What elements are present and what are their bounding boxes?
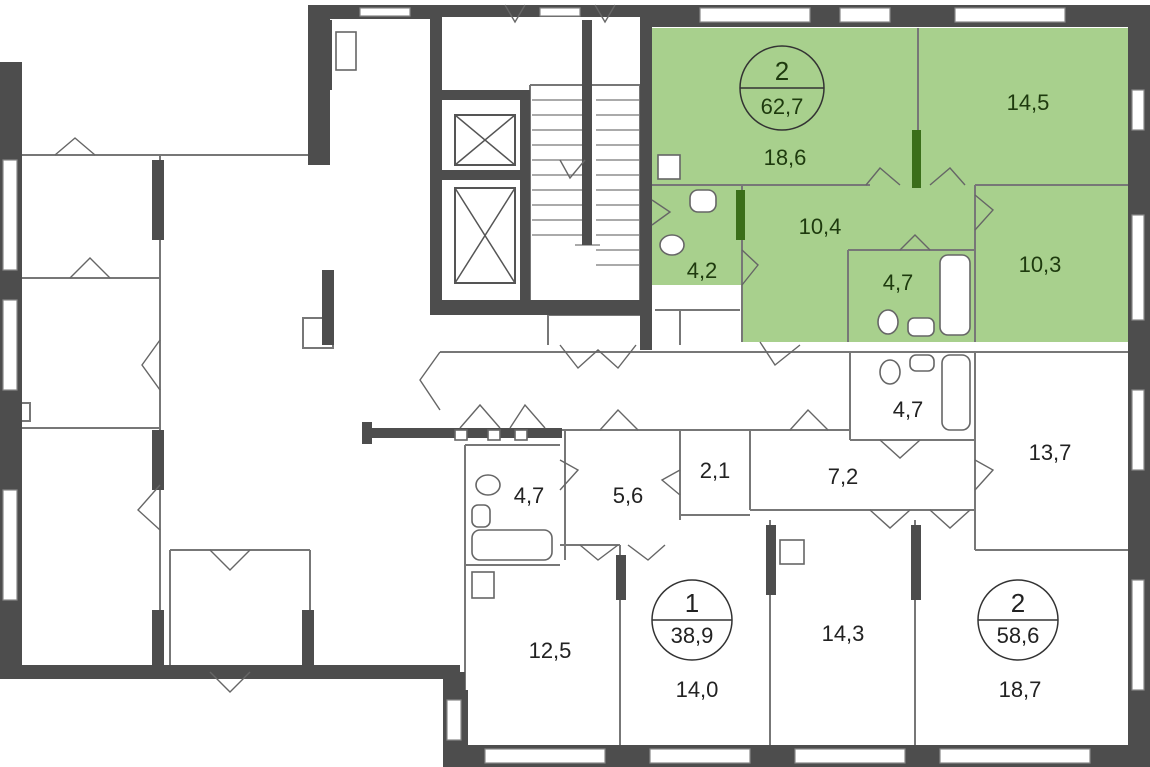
room-area-label: 12,5 [529,638,572,663]
room-area-label: 2,1 [700,458,731,483]
apartment-badge[interactable]: 1 38,9 [651,579,733,661]
toilet-icon [877,309,899,335]
room-labels: 18,6 14,5 10,4 10,3 4,2 4,7 4,7 13,7 7,2… [514,90,1072,702]
bathtub-icon [941,354,971,431]
room-area-label: 14,0 [676,677,719,702]
highlighted-apartment[interactable] [648,28,1128,342]
room-area-label[interactable]: 18,6 [764,145,807,170]
apartment-badge[interactable]: 2 58,6 [977,579,1059,661]
room-area-label: 18,7 [999,677,1042,702]
badge-total-area: 62,7 [761,94,804,119]
badge-rooms-count: 1 [685,588,699,618]
staircase [532,99,640,266]
bathtub-icon [939,254,971,336]
sink-icon [689,189,717,213]
fixtures [335,31,971,599]
apartment-badge[interactable]: 2 62,7 [739,45,825,131]
elevator-shafts [454,114,516,284]
room-area-label: 4,7 [514,483,545,508]
doors [54,4,995,693]
windows [2,7,1145,764]
toilet-icon [475,474,501,496]
badge-rooms-count: 2 [775,56,789,86]
toilet-icon [879,359,901,385]
room-area-label[interactable]: 14,5 [1007,90,1050,115]
room-area-label[interactable]: 10,4 [799,214,842,239]
room-area-label[interactable]: 10,3 [1019,252,1062,277]
sink-icon [907,317,935,337]
bathtub-icon [471,529,553,561]
sink-icon [779,539,805,565]
room-area-label: 13,7 [1029,440,1072,465]
sink-icon [909,354,935,372]
badge-total-area: 38,9 [671,623,714,648]
room-area-label: 14,3 [822,621,865,646]
toilet-icon [659,234,685,256]
sink-icon [471,571,495,599]
sink-icon [657,154,681,180]
room-area-label: 5,6 [613,483,644,508]
badge-rooms-count: 2 [1011,588,1025,618]
room-area-label: 4,7 [893,397,924,422]
badge-total-area: 58,6 [997,623,1040,648]
room-area-label[interactable]: 4,2 [687,258,718,283]
room-area-label[interactable]: 4,7 [883,270,914,295]
sink-icon [471,504,491,528]
room-area-label: 7,2 [828,464,859,489]
